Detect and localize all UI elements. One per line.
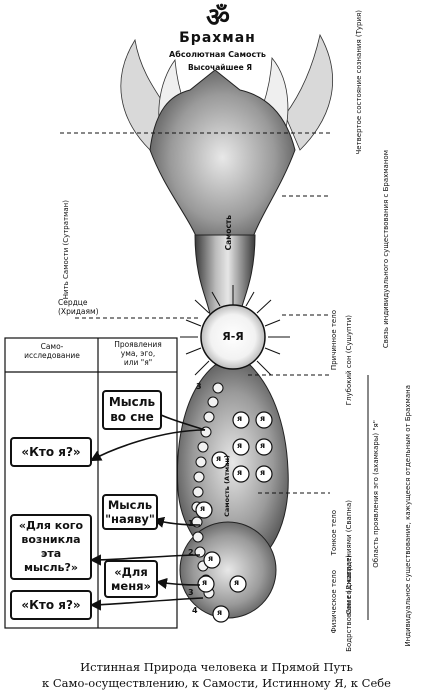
node-letter: я — [237, 441, 243, 450]
caption-line-2: к Само-осуществлению, к Самости, Истинно… — [42, 676, 391, 690]
box-for-me: «Для меня» — [104, 560, 158, 598]
node-letter: я — [260, 414, 266, 423]
path-number: 2 — [188, 548, 194, 557]
self-label-lower: Самость (Атман) — [223, 455, 231, 517]
flame-shape — [149, 69, 296, 246]
ego-nodes — [195, 411, 273, 623]
box-for-whom: «Для кого возникла эта мысль?» — [10, 514, 92, 580]
dashed-dividers — [60, 132, 330, 494]
node-letter: я — [237, 468, 243, 477]
path-number: 1 — [188, 519, 194, 528]
path-number: 3 — [196, 382, 202, 391]
label-link-individual: Связь индивидуального существования с Бр… — [382, 150, 390, 349]
node-letter: я — [208, 554, 214, 563]
om-symbol: ॐ — [206, 3, 230, 33]
path-number: 4 — [192, 606, 198, 615]
header-self-inquiry: Само- исследование — [24, 342, 80, 360]
node-letter: я — [216, 454, 222, 463]
node-letter: я — [202, 578, 208, 587]
box-thought-in-dream: Мысль во сне — [102, 390, 162, 430]
absolute-self-label: Абсолютная Самость — [169, 50, 266, 59]
path-number: 3 — [188, 588, 194, 597]
sun-ya-ya — [200, 304, 266, 370]
node-letter: я — [237, 414, 243, 423]
heart-label: Сердце (Хридаям) — [58, 298, 99, 316]
header-manifestations: Проявления ума, эго, или "я" — [114, 340, 162, 367]
label-waking: Бодрствование (Джаграт) — [345, 555, 353, 652]
label-fourth-state: Четвертое состояние сознания (Турия) — [355, 10, 363, 155]
node-letter: я — [260, 468, 266, 477]
caption-line-1: Истинная Природа человека и Прямой Путь — [80, 660, 353, 674]
node-letter: я — [260, 441, 266, 450]
sun-label: Я-Я — [222, 330, 244, 343]
thread-self-label: Нить Самости (Сутратман) — [62, 200, 70, 300]
node-letter: я — [234, 578, 240, 587]
brahman-title: Брахман — [179, 30, 256, 46]
node-letter: я — [217, 608, 223, 617]
box-who-am-i-top: «Кто я?» — [10, 437, 92, 467]
box-who-am-i-bottom: «Кто я?» — [10, 590, 92, 620]
left-panel-frame — [4, 337, 178, 629]
label-individual-separate: Индивидуальное существование, кажущееся … — [404, 385, 412, 647]
label-deep-sleep: Глубокий сон (Сушупти) — [345, 315, 353, 406]
label-causal-body: Причинное тело — [330, 310, 338, 371]
self-label-upper: Самость — [224, 215, 233, 251]
node-letter: я — [200, 504, 206, 513]
label-ego-region: Область проявления эго (ахамкары) "я" — [372, 420, 380, 568]
supreme-self-label: Высочайшее Я — [187, 63, 253, 72]
box-thought-awake: Мысль "наяву" — [102, 494, 158, 530]
label-physical-body: Физическое тело — [330, 570, 338, 634]
label-subtle-body: Тонкое тело — [330, 510, 338, 556]
